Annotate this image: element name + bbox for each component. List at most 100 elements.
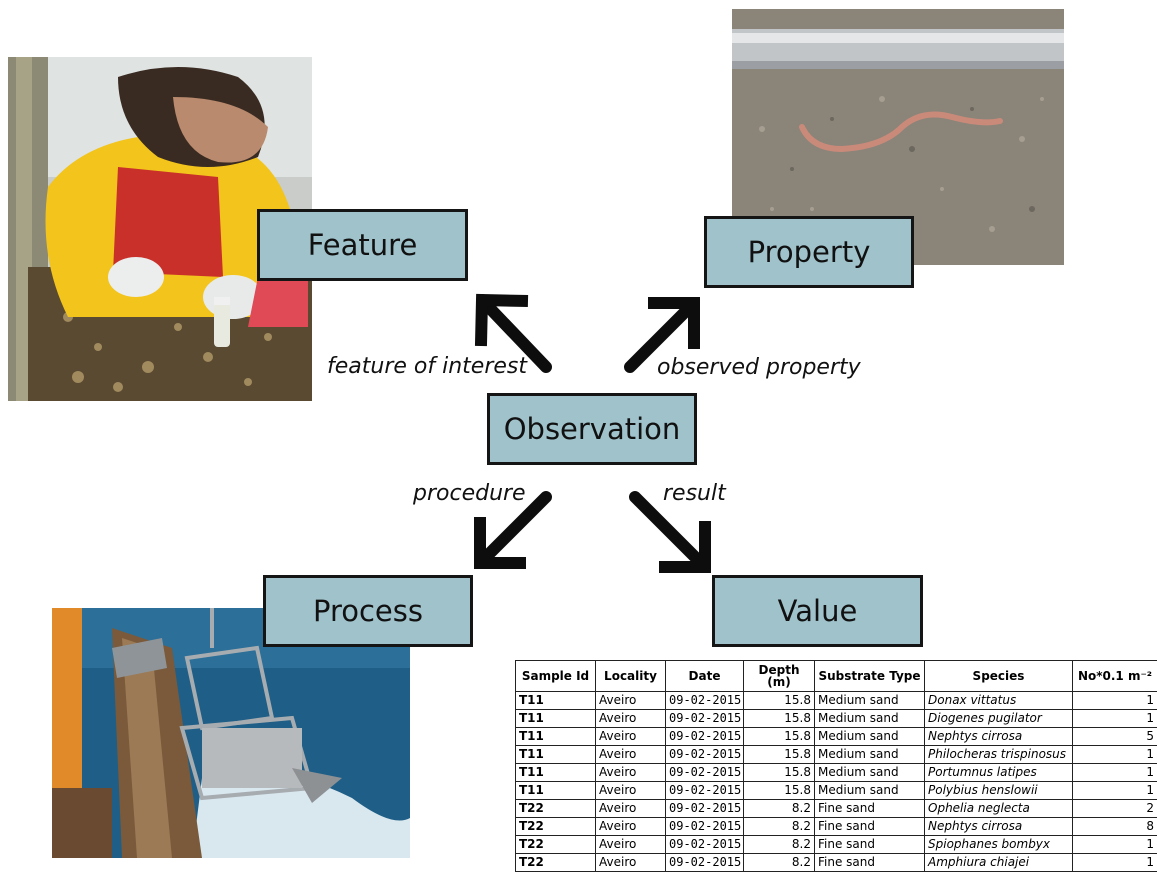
table-cell: 15.8 [744,764,815,782]
table-cell: T11 [516,692,596,710]
table-cell: T22 [516,818,596,836]
table-cell: Aveiro [596,800,666,818]
process-box: Process [263,575,473,647]
table-cell: Diogenes pugilator [925,710,1073,728]
table-cell: 15.8 [744,746,815,764]
arrow-to-value [635,497,705,567]
observation-box: Observation [487,393,697,465]
property-box: Property [704,216,914,288]
table-cell: 1 [1073,746,1157,764]
table-cell: 15.8 [744,692,815,710]
table-cell: Fine sand [815,854,925,872]
table-cell: 1 [1073,764,1157,782]
table-cell: 15.8 [744,728,815,746]
table-cell: T22 [516,800,596,818]
table-cell: Amphiura chiajei [925,854,1073,872]
table-cell: 09-02-2015 [666,746,744,764]
col-header-date: Date [666,661,744,692]
col-header-sample-id: Sample Id [516,661,596,692]
value-label: Value [778,594,858,628]
process-label: Process [313,594,423,628]
table-cell: Donax vittatus [925,692,1073,710]
table-cell: T22 [516,836,596,854]
col-header-species: Species [925,661,1073,692]
table-cell: 09-02-2015 [666,818,744,836]
table-cell: Medium sand [815,746,925,764]
table-cell: T11 [516,782,596,800]
table-cell: 5 [1073,728,1157,746]
table-cell: 1 [1073,782,1157,800]
edge-label-result: result [663,481,726,506]
value-box: Value [712,575,923,647]
table-cell: Aveiro [596,728,666,746]
table-cell: Aveiro [596,710,666,728]
table-cell: Aveiro [596,818,666,836]
table-cell: Aveiro [596,764,666,782]
table-cell: Medium sand [815,710,925,728]
col-header-count: No*0.1 m⁻² [1073,661,1157,692]
table-cell: Fine sand [815,800,925,818]
table-cell: 09-02-2015 [666,764,744,782]
table-cell: Ophelia neglecta [925,800,1073,818]
table-cell: T11 [516,746,596,764]
table-cell: Aveiro [596,854,666,872]
table-cell: T22 [516,854,596,872]
table-cell: Medium sand [815,782,925,800]
arrow-to-process [480,497,546,563]
property-label: Property [748,235,871,269]
feature-box: Feature [257,209,468,281]
table-cell: 15.8 [744,782,815,800]
table-cell: Philocheras trispinosus [925,746,1073,764]
table-cell: Aveiro [596,782,666,800]
table-cell: 09-02-2015 [666,836,744,854]
table-cell: T11 [516,728,596,746]
table-cell: 8 [1073,818,1157,836]
observation-results-table: Sample Id Locality Date Depth (m) Substr… [515,660,1157,872]
col-header-locality: Locality [596,661,666,692]
table-cell: 8.2 [744,836,815,854]
observation-label: Observation [504,412,681,446]
table-cell: 1 [1073,692,1157,710]
table-cell: 15.8 [744,710,815,728]
feature-label: Feature [308,228,418,262]
table-cell: 2 [1073,800,1157,818]
table-cell: Nephtys cirrosa [925,818,1073,836]
table-cell: 09-02-2015 [666,782,744,800]
table-cell: Nephtys cirrosa [925,728,1073,746]
table-cell: T11 [516,710,596,728]
edge-label-procedure: procedure [413,481,526,506]
table-cell: 09-02-2015 [666,728,744,746]
table-cell: Aveiro [596,692,666,710]
table-cell: Polybius henslowii [925,782,1073,800]
table-cell: 1 [1073,836,1157,854]
table-cell: Medium sand [815,728,925,746]
table-cell: Spiophanes bombyx [925,836,1073,854]
table-cell: Medium sand [815,764,925,782]
table-cell: 8.2 [744,818,815,836]
edge-label-observed-property: observed property [657,355,861,380]
table-cell: 09-02-2015 [666,692,744,710]
table-cell: Aveiro [596,836,666,854]
table-cell: Fine sand [815,836,925,854]
table-cell: 1 [1073,710,1157,728]
col-header-substrate-type: Substrate Type [815,661,925,692]
table-cell: Medium sand [815,692,925,710]
table-cell: 8.2 [744,800,815,818]
table-cell: Aveiro [596,746,666,764]
col-header-depth: Depth (m) [744,661,815,692]
table-cell: 09-02-2015 [666,800,744,818]
table-header-row: Sample Id Locality Date Depth (m) Substr… [516,661,1157,692]
table-cell: T11 [516,764,596,782]
table-cell: 8.2 [744,854,815,872]
table-cell: Fine sand [815,818,925,836]
